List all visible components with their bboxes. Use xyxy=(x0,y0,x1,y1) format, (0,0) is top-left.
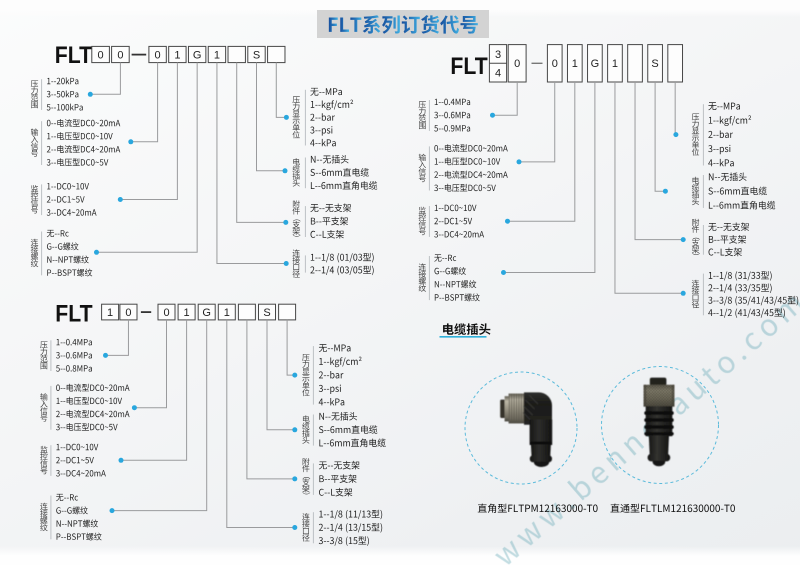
svg-text:1: 1 xyxy=(572,58,578,70)
svg-text:G: G xyxy=(202,307,211,319)
svg-text:1: 1 xyxy=(184,307,190,319)
svg-text:1: 1 xyxy=(214,49,220,61)
svg-text:S: S xyxy=(263,307,270,319)
svg-text:0: 0 xyxy=(155,49,161,61)
svg-text:1: 1 xyxy=(224,307,230,319)
svg-text:0: 0 xyxy=(552,58,558,70)
svg-text:S: S xyxy=(651,58,658,70)
svg-text:1: 1 xyxy=(107,307,113,319)
svg-text:0: 0 xyxy=(163,307,169,319)
svg-text:0: 0 xyxy=(98,49,104,61)
svg-text:G: G xyxy=(591,58,600,70)
svg-text:3: 3 xyxy=(495,49,501,61)
svg-text:1: 1 xyxy=(174,49,180,61)
svg-text:FLT: FLT xyxy=(55,41,92,69)
svg-text:G: G xyxy=(193,49,202,61)
svg-text:0: 0 xyxy=(514,58,520,70)
svg-text:S: S xyxy=(253,49,260,61)
svg-text:4: 4 xyxy=(495,68,501,80)
svg-text:0: 0 xyxy=(125,307,131,319)
svg-text:FLT: FLT xyxy=(55,299,92,327)
svg-text:0: 0 xyxy=(117,49,123,61)
svg-text:1: 1 xyxy=(612,58,618,70)
svg-text:FLT: FLT xyxy=(450,51,487,79)
